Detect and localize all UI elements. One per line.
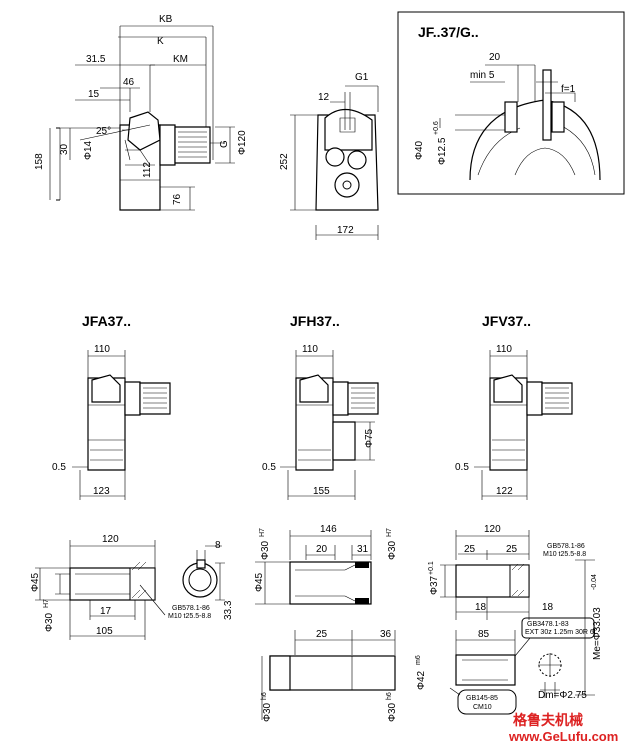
jfv-view: JFV37.. 110 0.5 122	[455, 313, 573, 500]
jfa-shaft-dim-17: 17	[100, 606, 112, 617]
dim-252: 252	[279, 153, 290, 170]
jfv-shaft-gb1-1: GB578.1-86	[547, 543, 585, 550]
jfv-dim-110: 110	[496, 344, 512, 355]
jfv-shaft-m6: m6	[415, 655, 422, 665]
dim-12: 12	[318, 92, 330, 103]
jfa-title: JFA37..	[82, 313, 131, 329]
jf-inset: JF..37/G.. 20 min 5 f=1 Φ40 Φ12.5 +0.6	[397, 11, 625, 195]
jfv-shaft-dm: Dm=Φ2.75	[538, 690, 587, 701]
jfh-shaft-h7-right: H7	[386, 528, 393, 537]
dim-phi120: Φ120	[237, 130, 248, 155]
jfh-shaft-dim-36: 36	[380, 629, 392, 640]
dim-15: 15	[88, 89, 100, 100]
jfh-view: JFH37.. 110 Φ75 0.5 155	[262, 313, 379, 500]
jfv-shaft-me: Me=Φ33.03	[592, 607, 603, 660]
jfv-shaft-dim-25a: 25	[464, 544, 476, 555]
watermark-cn: 格鲁夫机械	[513, 712, 583, 729]
jfh-shaft-h6-d: h6	[386, 692, 393, 700]
dim-phi14: Φ14	[83, 140, 94, 160]
jfv-shaft-me-tol: -0.04	[591, 574, 598, 590]
jfv-shaft-gb3-1: GB145-85	[466, 695, 498, 702]
jfa-shaft: 120 Φ45 Φ30 H7 17 105 GB578.1-86 M10 t25…	[30, 534, 234, 640]
jfh-shaft-phi30-c: Φ30	[262, 702, 273, 722]
dim-f1: f=1	[561, 84, 576, 95]
jfa-view: JFA37.. 110 0.5 123	[52, 313, 171, 500]
jfh-shaft-h7-left: H7	[259, 528, 266, 537]
jfh-title: JFH37..	[290, 313, 340, 329]
dim-kb: KB	[159, 14, 173, 25]
dim-km: KM	[173, 54, 188, 65]
jfv-shaft-dim-25b: 25	[506, 544, 518, 555]
dim-g: G	[219, 140, 230, 148]
jfv-shaft: 120 25 25 GB578.1-86 M10 t25.5-8.8 Φ37 +…	[415, 524, 603, 715]
dim-31-5: 31.5	[86, 54, 106, 65]
gb3478-callout	[521, 617, 595, 639]
jfa-shaft-dim-8: 8	[215, 540, 221, 551]
dim-phi12-5: Φ12.5	[437, 137, 448, 165]
jfh-shaft-dim-146: 146	[320, 524, 337, 535]
jfv-shaft-dim-120: 120	[484, 524, 501, 535]
jfv-title: JFV37..	[482, 313, 531, 329]
jfv-shaft-phi37: Φ37	[429, 575, 440, 595]
front-view: G1 12 252 172	[279, 72, 379, 240]
jfa-shaft-dim-33-3: 33.3	[223, 600, 234, 620]
jfa-shaft-h7: H7	[43, 599, 50, 608]
dim-min5: min 5	[470, 70, 495, 81]
jfh-shaft-phi30-left: Φ30	[260, 540, 271, 560]
jfv-shaft-dim-18b: 18	[542, 602, 554, 613]
gb145-callout	[457, 689, 517, 715]
jfa-dim-110: 110	[94, 344, 110, 355]
jfh-dim-phi75: Φ75	[364, 428, 375, 448]
watermark-url: www.GeLufu.com	[508, 729, 618, 744]
jfv-dim-0-5: 0.5	[455, 462, 469, 473]
jfh-shaft-phi45: Φ45	[254, 572, 265, 592]
jf-inset-title: JF..37/G..	[418, 24, 479, 40]
dim-20: 20	[489, 52, 501, 63]
jfh-dim-110: 110	[302, 344, 318, 355]
jfv-shaft-dim-85: 85	[478, 629, 490, 640]
jfh-shaft-dim-31: 31	[357, 544, 369, 555]
jfv-shaft-tol: +0.1	[428, 561, 435, 575]
dim-46: 46	[123, 77, 135, 88]
jfh-dim-155: 155	[313, 486, 330, 497]
jfa-shaft-phi45: Φ45	[30, 572, 41, 592]
side-view: KB K KM 31.5 46 15 25° 30 158 Φ14 112 G …	[34, 14, 248, 211]
jfh-shaft-dim-25: 25	[316, 629, 328, 640]
jfa-shaft-gb1: GB578.1-86	[172, 605, 210, 612]
jfv-shaft-gb1-2: M10 t25.5-8.8	[543, 551, 586, 558]
dim-112: 112	[142, 162, 153, 178]
dim-k: K	[157, 36, 164, 47]
dim-172: 172	[337, 225, 354, 236]
jfv-shaft-gb2-1: GB3478.1-83	[527, 621, 569, 628]
dim-tol: +0.6	[433, 121, 440, 135]
jfa-dim-123: 123	[93, 486, 110, 497]
dim-158: 158	[34, 153, 45, 170]
dim-76: 76	[172, 193, 183, 205]
dim-phi40: Φ40	[414, 140, 425, 160]
jfv-shaft-gb2-2: EXT 30z 1.25m 30R 6f	[525, 629, 596, 636]
jfh-shaft-phi30-right: Φ30	[387, 540, 398, 560]
jfh-shaft-h6-c: h6	[261, 692, 268, 700]
jfa-shaft-dim-120: 120	[102, 534, 119, 545]
jfh-shaft: 146 20 31 Φ30 H7 Φ30 H7 Φ45 25 36 Φ30 h6…	[254, 524, 398, 722]
jfa-shaft-dim-105: 105	[96, 626, 113, 637]
jfh-shaft-phi30-d: Φ30	[387, 702, 398, 722]
watermark: 格鲁夫机械 www.GeLufu.com	[508, 712, 618, 744]
jfv-shaft-dim-18a: 18	[475, 602, 487, 613]
jfv-shaft-phi42: Φ42	[416, 670, 427, 690]
jfv-dim-122: 122	[496, 486, 513, 497]
jfv-shaft-gb3-2: CM10	[473, 704, 492, 711]
jfa-dim-0-5: 0.5	[52, 462, 66, 473]
jfa-shaft-gb2: M10 t25.5-8.8	[168, 613, 211, 620]
jfh-shaft-dim-20: 20	[316, 544, 328, 555]
dim-25-deg: 25°	[96, 126, 111, 137]
jfa-shaft-phi30: Φ30	[44, 612, 55, 632]
jfh-dim-0-5: 0.5	[262, 462, 276, 473]
dim-g1: G1	[355, 72, 369, 83]
jf-inset-frame	[397, 11, 625, 195]
dim-30: 30	[59, 143, 70, 155]
